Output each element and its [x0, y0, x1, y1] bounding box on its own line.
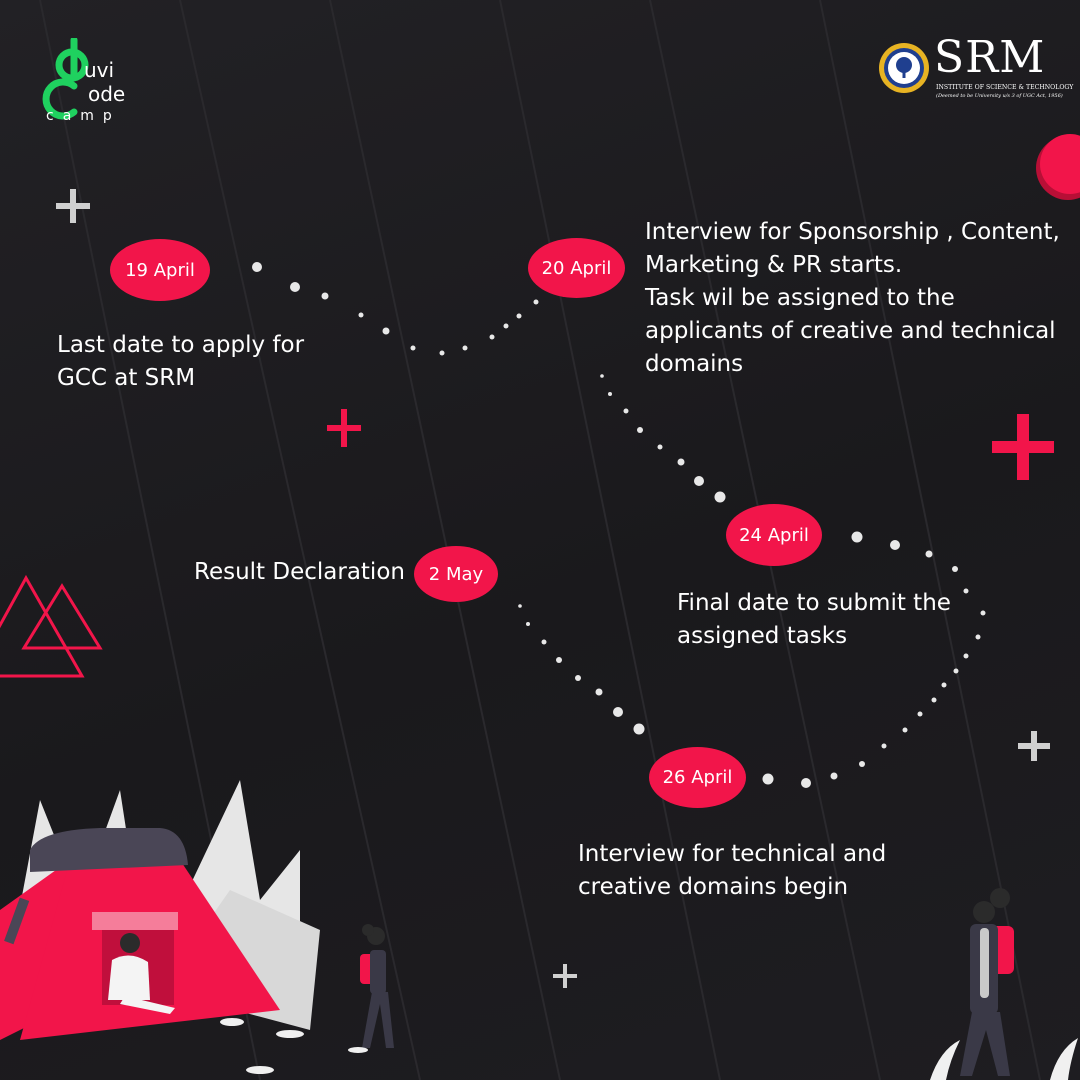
description-19-april: Last date to apply for GCC at SRM: [57, 329, 304, 395]
plus-icon: [56, 189, 90, 223]
description-24-april: Final date to submit the assigned tasks: [677, 587, 951, 653]
guvi-text-3: camp: [46, 108, 121, 124]
description-line: Task wil be assigned to the: [645, 285, 955, 311]
srm-name: SRM: [934, 32, 1046, 83]
triangle-icon: [0, 574, 103, 678]
srm-tagline: INSTITUTE OF SCIENCE & TECHNOLOGY: [936, 84, 1074, 91]
guvi-text-2: ode: [88, 82, 126, 106]
date-pill-19-april: 19 April: [110, 239, 210, 301]
description-line: GCC at SRM: [57, 365, 196, 391]
decorative-circle: [1036, 134, 1080, 200]
plus-icon: [553, 964, 577, 988]
date-pill-20-april: 20 April: [528, 238, 625, 298]
tent-icon: [0, 780, 320, 1074]
plus-icon: [1018, 731, 1050, 761]
description-line: Result Declaration: [194, 559, 405, 585]
plus-icon: [327, 409, 361, 447]
description-line: domains: [645, 351, 744, 377]
description-26-april: Interview for technical and creative dom…: [578, 838, 886, 904]
description-line: Interview for technical and: [578, 841, 887, 867]
srm-subline: (Deemed to be University u/s 3 of UGC Ac…: [936, 93, 1063, 99]
date-pill-24-april: 24 April: [726, 504, 822, 566]
person-icon: [930, 888, 1078, 1080]
description-line: Final date to submit the: [677, 590, 951, 616]
person-icon: [348, 924, 394, 1053]
description-line: Marketing & PR starts.: [645, 252, 903, 278]
description-20-april: Interview for Sponsorship , Content, Mar…: [645, 216, 1060, 381]
description-line: Last date to apply for: [57, 332, 305, 358]
guvi-logo-icon: uvi ode camp: [40, 38, 140, 130]
date-pill-2-may: 2 May: [414, 546, 498, 602]
description-line: applicants of creative and technical: [645, 318, 1056, 344]
guvi-text-1: uvi: [84, 58, 115, 82]
srm-emblem-icon: [879, 43, 929, 93]
plus-icon: [992, 414, 1054, 480]
date-pill-26-april: 26 April: [649, 747, 746, 808]
description-line: assigned tasks: [677, 623, 848, 649]
srm-logo: SRM INSTITUTE OF SCIENCE & TECHNOLOGY (D…: [878, 32, 1073, 104]
description-line: Interview for Sponsorship , Content,: [645, 219, 1060, 245]
description-2-may: Result Declaration: [194, 556, 405, 589]
description-line: creative domains begin: [578, 874, 849, 900]
